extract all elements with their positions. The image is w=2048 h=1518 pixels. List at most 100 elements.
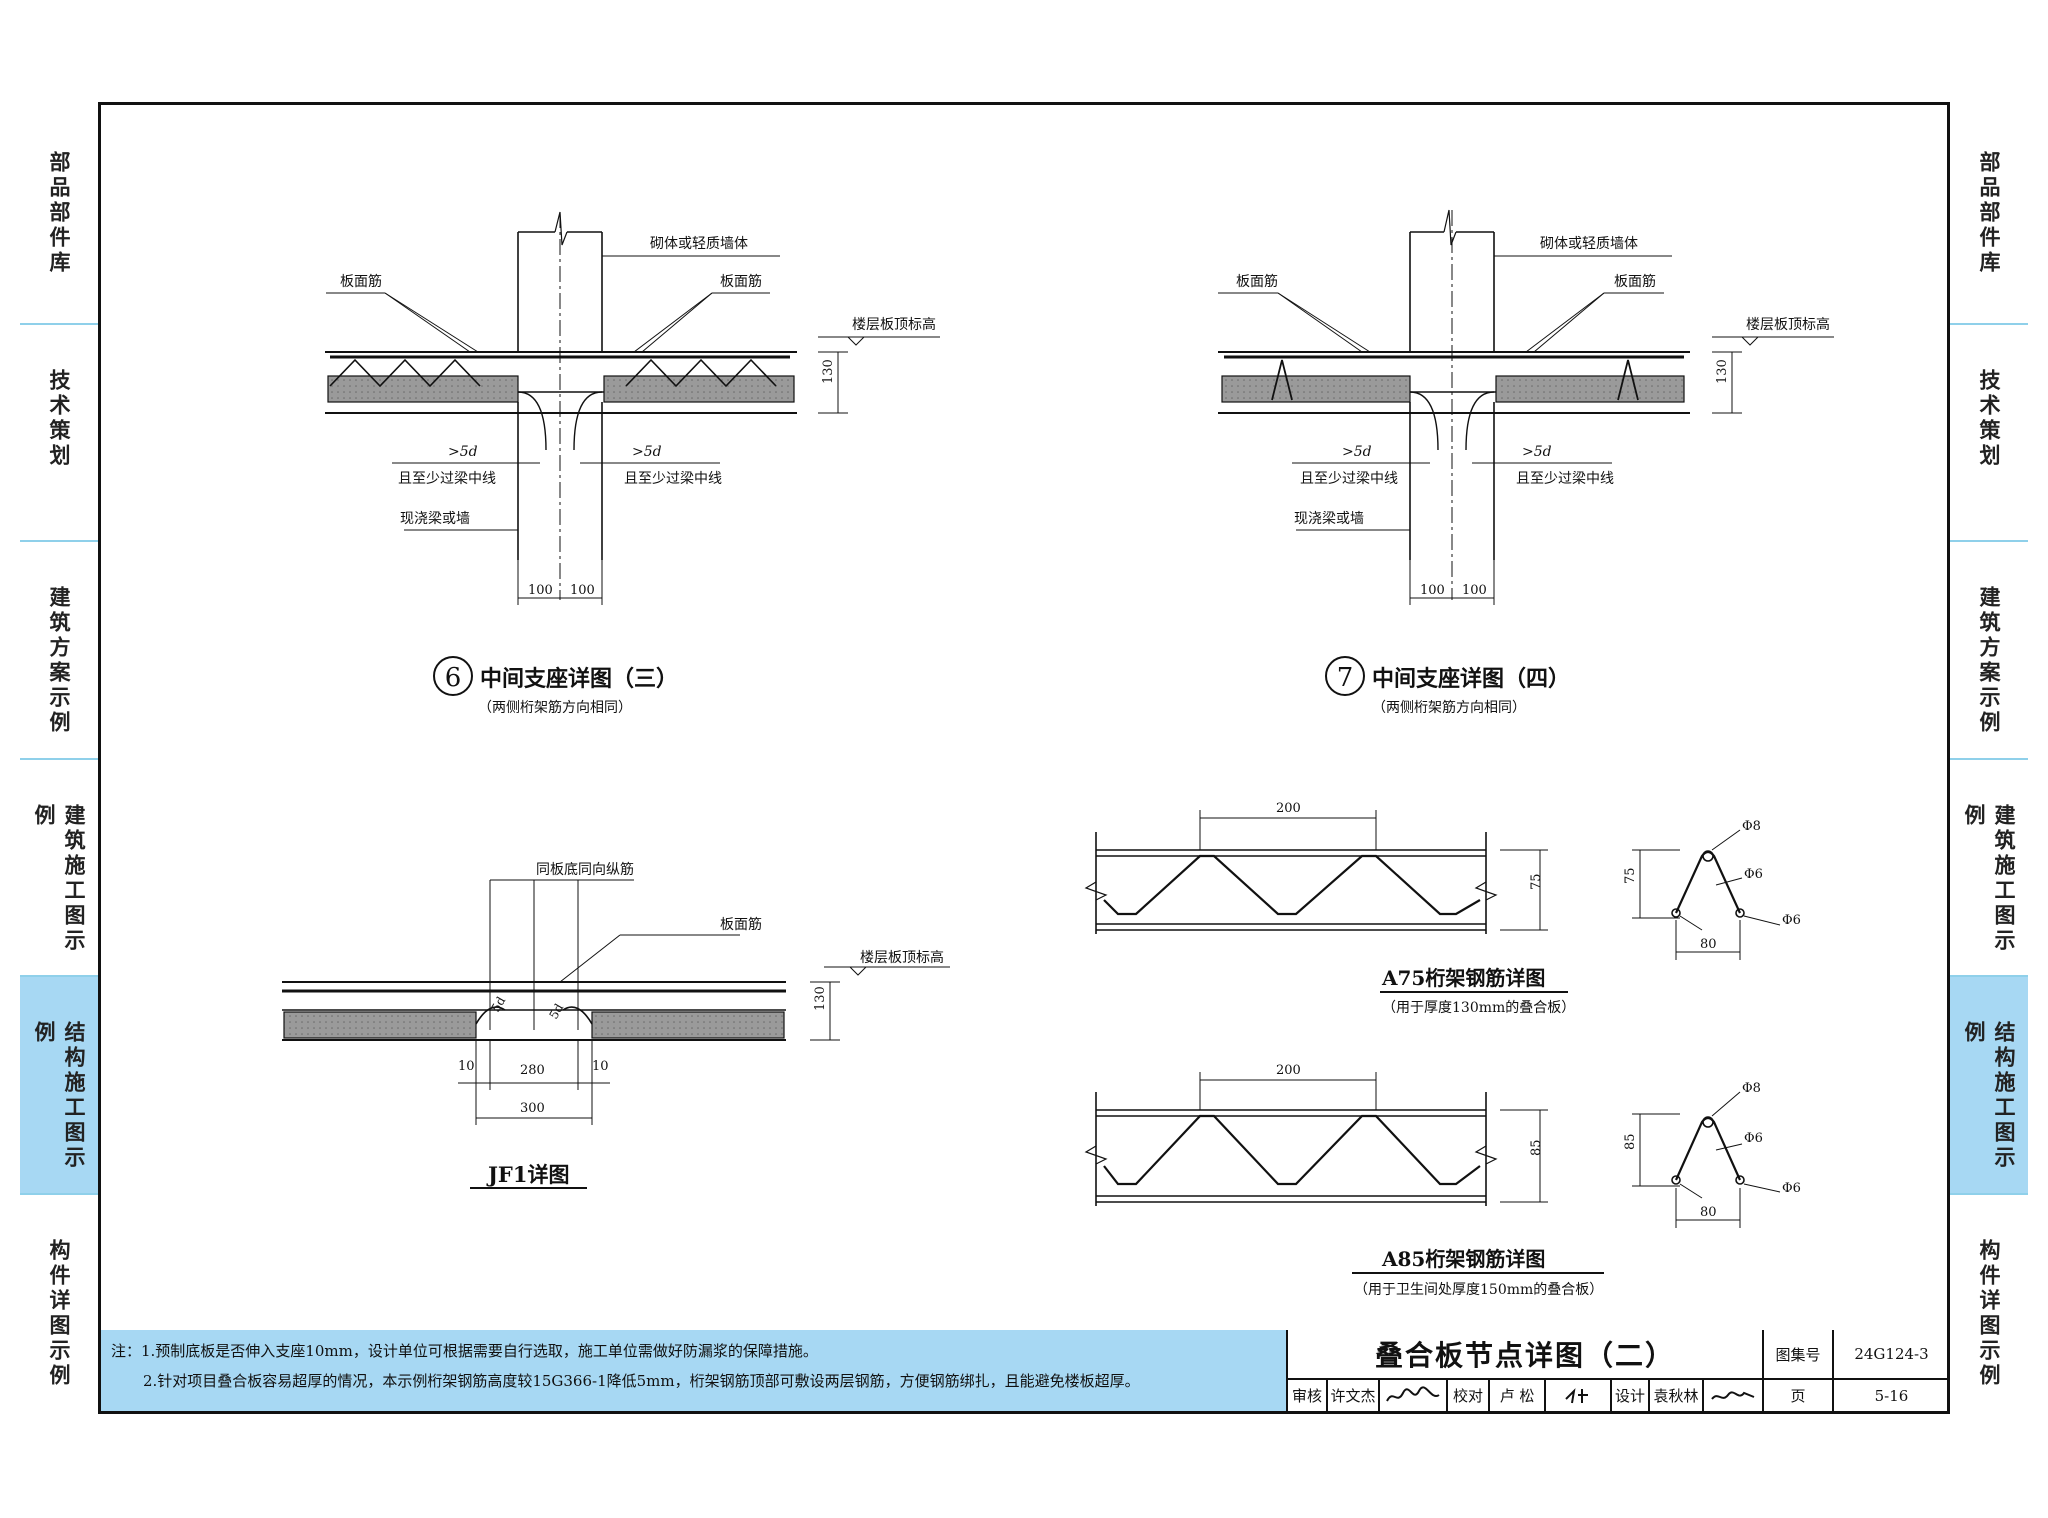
a75-section bbox=[1632, 829, 1781, 960]
d7-anchor-left: >5d bbox=[1342, 444, 1372, 460]
d7-dim-a: 100 bbox=[1420, 583, 1445, 598]
jf1-hook-right: 5d bbox=[546, 1001, 566, 1022]
d7-subtitle: （两侧桁架筋方向相同） bbox=[1372, 699, 1526, 716]
sidebar-tab-label: 部品部件库 bbox=[1977, 151, 2002, 276]
d6-beam-note-right: 且至少过梁中线 bbox=[624, 471, 722, 487]
d7-number: 7 bbox=[1337, 663, 1354, 693]
detail-7-labels: 砌体或轻质墙体 板面筋 板面筋 楼层板顶标高 130 >5d >5d 且至少过梁… bbox=[1236, 236, 1830, 598]
sidebar-tab-label: 建筑方案示例 bbox=[47, 586, 72, 736]
d7-elev-label: 楼层板顶标高 bbox=[1746, 316, 1830, 333]
notes-box: 注：1.预制底板是否伸入支座10mm，设计单位可根据需要自行选取，施工单位需做好… bbox=[101, 1330, 1286, 1411]
d6-title: 中间支座详图（三） bbox=[480, 666, 678, 692]
d6-beam-label: 现浇梁或墙 bbox=[400, 511, 470, 527]
reviewer-signature bbox=[1380, 1380, 1448, 1411]
d6-wall-label: 砌体或轻质墙体 bbox=[650, 236, 748, 252]
sidebar-divider bbox=[20, 322, 98, 325]
a75-web-bar: Φ6 bbox=[1744, 867, 1763, 882]
jf1-dim-right: 10 bbox=[592, 1059, 609, 1074]
jf1-labels: 同板底同向纵筋 板面筋 楼层板顶标高 130 5d 5d 10 280 10 3… bbox=[458, 861, 944, 1187]
atlas-label: 图集号 bbox=[1764, 1330, 1834, 1380]
a85-subtitle: （用于卫生间处厚度150mm的叠合板） bbox=[1354, 1282, 1603, 1298]
a75-labels: 200 75 75 80 Φ8 Φ6 Φ6 A75桁架钢筋详图 （用于厚度130… bbox=[1276, 801, 1801, 1016]
jf1-elev-label: 楼层板顶标高 bbox=[860, 949, 944, 966]
sidebar-tab-left-1[interactable]: 部品部件库 bbox=[20, 105, 98, 323]
checker-signature bbox=[1546, 1380, 1612, 1411]
sidebar-divider bbox=[1950, 1192, 2028, 1195]
drawing-frame bbox=[98, 102, 1950, 1414]
d7-beam-note-left: 且至少过梁中线 bbox=[1300, 471, 1398, 487]
sidebar-tab-left-2[interactable]: 技术策划 bbox=[20, 323, 98, 541]
jf1-dim-left: 10 bbox=[458, 1059, 475, 1074]
d7-beam-note-right: 且至少过梁中线 bbox=[1516, 471, 1614, 487]
page-no: 5-16 bbox=[1874, 1386, 1909, 1405]
d7-rebar-left: 板面筋 bbox=[1236, 273, 1278, 290]
a85-bottom-bar: Φ6 bbox=[1782, 1181, 1801, 1196]
designer: 袁秋林 bbox=[1650, 1380, 1704, 1411]
d7-title: 中间支座详图（四） bbox=[1372, 666, 1570, 692]
d6-rebar-right: 板面筋 bbox=[720, 273, 762, 290]
detail-6 bbox=[325, 211, 940, 605]
d6-thickness: 130 bbox=[821, 359, 836, 384]
a75-top-bar: Φ8 bbox=[1742, 819, 1761, 834]
sidebar-tab-right-1[interactable]: 部品部件库 bbox=[1950, 105, 2028, 323]
sidebar-divider bbox=[1950, 757, 2028, 760]
page-label: 页 bbox=[1764, 1380, 1834, 1411]
d7-rebar-right: 板面筋 bbox=[1614, 273, 1656, 290]
sidebar-tab-label: 构件详图示例 bbox=[47, 1238, 72, 1389]
a75-pitch: 200 bbox=[1276, 801, 1301, 816]
a85-height: 85 bbox=[1529, 1139, 1544, 1156]
design-label: 设计 bbox=[1612, 1380, 1650, 1411]
sidebar-tab-label: 技术策划 bbox=[47, 368, 72, 469]
sidebar-tab-label: 建筑施工图示例 bbox=[32, 803, 87, 954]
sidebar-divider bbox=[20, 540, 98, 542]
drawing-title: 叠合板节点详图（二） bbox=[1288, 1330, 1764, 1380]
d7-wall-label: 砌体或轻质墙体 bbox=[1540, 236, 1638, 252]
sidebar-tab-left-4[interactable]: 建筑施工图示例 bbox=[20, 758, 98, 976]
jf1-rebar-label: 板面筋 bbox=[720, 916, 762, 933]
jf1-dim-total: 300 bbox=[520, 1101, 545, 1116]
sidebar-divider bbox=[20, 1192, 98, 1195]
d6-subtitle: （两侧桁架筋方向相同） bbox=[478, 699, 632, 716]
a85-labels: 200 85 85 80 Φ8 Φ6 Φ6 A85桁架钢筋详图 （用于卫生间处厚… bbox=[1276, 1063, 1801, 1298]
sidebar-tab-right-3[interactable]: 建筑方案示例 bbox=[1950, 540, 2028, 758]
a85-elevation bbox=[1084, 1072, 1548, 1206]
detail-6-labels: 砌体或轻质墙体 板面筋 板面筋 楼层板顶标高 130 >5d >5d 且至少过梁… bbox=[340, 236, 936, 598]
d7-dim-b: 100 bbox=[1462, 583, 1487, 598]
sidebar-tab-right-6[interactable]: 构件详图示例 bbox=[1950, 1193, 2028, 1411]
sidebar-tab-left-6[interactable]: 构件详图示例 bbox=[20, 1193, 98, 1411]
d7-anchor-right: >5d bbox=[1522, 444, 1552, 460]
sidebar-tab-label: 技术策划 bbox=[1977, 368, 2002, 469]
sidebar-tab-right-4[interactable]: 建筑施工图示例 bbox=[1950, 758, 2028, 976]
atlas-no: 24G124-3 bbox=[1834, 1330, 1949, 1380]
d7-thickness: 130 bbox=[1715, 359, 1730, 384]
check-label: 校对 bbox=[1448, 1380, 1490, 1411]
jf1-detail bbox=[282, 879, 950, 1189]
a85-width: 80 bbox=[1700, 1205, 1717, 1220]
a75-elevation bbox=[1084, 810, 1548, 934]
d6-dim-a: 100 bbox=[528, 583, 553, 598]
sidebar-tab-label: 建筑施工图示例 bbox=[1962, 803, 2017, 954]
a75-bottom-bar: Φ6 bbox=[1782, 913, 1801, 928]
sidebar-divider bbox=[1950, 975, 2028, 977]
sidebar-divider bbox=[20, 757, 98, 760]
detail-6-title: 6 中间支座详图（三） （两侧桁架筋方向相同） bbox=[433, 656, 678, 716]
sidebar-divider bbox=[1950, 540, 2028, 542]
note-line-2: 2.针对项目叠合板容易超厚的情况，本示例桁架钢筋高度较15G366-1降低5mm… bbox=[143, 1372, 1140, 1390]
d6-dim-b: 100 bbox=[570, 583, 595, 598]
sidebar-tab-right-5[interactable]: 结构施工图示例 bbox=[1950, 975, 2028, 1193]
d6-number: 6 bbox=[445, 663, 462, 693]
a85-section bbox=[1632, 1091, 1781, 1228]
detail-7 bbox=[1218, 209, 1834, 605]
sidebar-tab-right-2[interactable]: 技术策划 bbox=[1950, 323, 2028, 541]
sidebar-divider bbox=[20, 975, 98, 977]
sidebar-tab-left-5[interactable]: 结构施工图示例 bbox=[20, 975, 98, 1193]
sidebar-tab-left-3[interactable]: 建筑方案示例 bbox=[20, 540, 98, 758]
a75-width: 80 bbox=[1700, 937, 1717, 952]
d6-anchor-right: >5d bbox=[632, 444, 662, 460]
d6-anchor-left: >5d bbox=[448, 444, 478, 460]
jf1-dim-mid: 280 bbox=[520, 1063, 545, 1078]
a85-top-bar: Φ8 bbox=[1742, 1081, 1761, 1096]
sidebar-divider bbox=[1950, 322, 2028, 325]
a75-subtitle: （用于厚度130mm的叠合板） bbox=[1382, 1000, 1575, 1016]
